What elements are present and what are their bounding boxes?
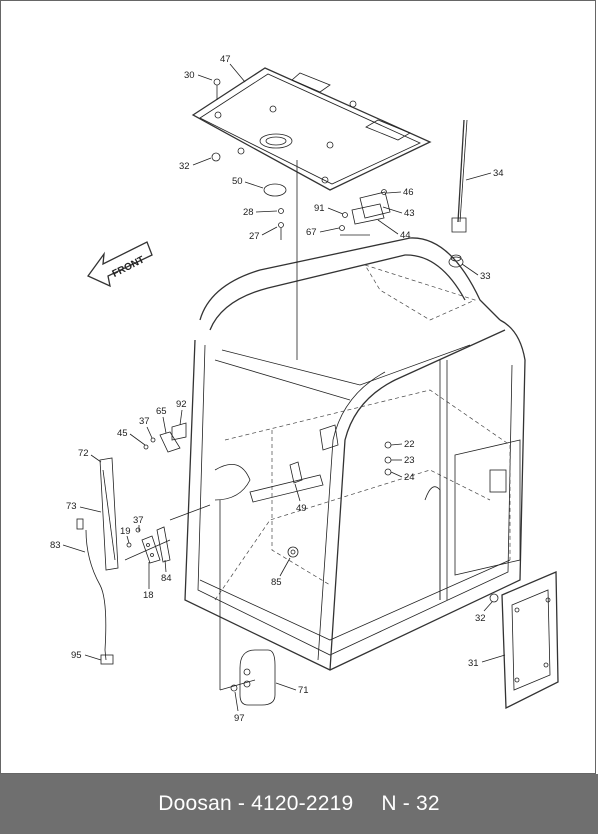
footer-bar: Doosan - 4120-2219 N - 32 — [0, 774, 598, 834]
part-label-67: 67 — [306, 227, 317, 238]
roof-panel — [191, 67, 432, 191]
part-label-30: 30 — [184, 70, 195, 81]
part-label-31: 31 — [468, 658, 479, 669]
part-label-47: 47 — [220, 54, 231, 65]
part-label-23: 23 — [404, 455, 415, 466]
part-label-33: 33 — [480, 271, 491, 282]
part-label-34: 34 — [493, 168, 504, 179]
part-label-72: 72 — [78, 448, 89, 459]
part-label-46: 46 — [403, 187, 414, 198]
cab-frame — [184, 237, 526, 671]
footer-page-ref: N - 32 — [381, 792, 440, 815]
part-label-83: 83 — [50, 540, 61, 551]
part-label-65: 65 — [156, 406, 167, 417]
front-arrow-label: FRONT — [111, 254, 147, 279]
antenna — [448, 119, 468, 268]
part-label-92: 92 — [176, 399, 187, 410]
exploded-parts-diagram: FRONT — [50, 54, 559, 724]
part-label-28: 28 — [243, 207, 254, 218]
part-label-37-upper: 37 — [139, 416, 150, 427]
part-label-32-bottom: 32 — [475, 613, 486, 624]
left-parts — [76, 422, 187, 665]
part-label-43: 43 — [404, 208, 415, 219]
part-label-44: 44 — [400, 230, 411, 241]
footer-part-number: Doosan - 4120-2219 — [158, 792, 354, 815]
part-label-50: 50 — [232, 176, 243, 187]
part-label-24: 24 — [404, 472, 415, 483]
part-label-84: 84 — [161, 573, 172, 584]
part-label-85: 85 — [271, 577, 282, 588]
part-label-37-lower: 37 — [133, 515, 144, 526]
part-label-19: 19 — [120, 526, 131, 537]
part-label-91: 91 — [314, 203, 325, 214]
front-arrow: FRONT — [87, 241, 153, 288]
part-label-73: 73 — [66, 501, 77, 512]
part-label-45: 45 — [117, 428, 128, 439]
part-label-27: 27 — [249, 231, 260, 242]
part-label-49: 49 — [296, 503, 307, 514]
roof-fasteners — [211, 78, 391, 231]
part-label-32-top: 32 — [179, 161, 190, 172]
part-label-71: 71 — [298, 685, 309, 696]
part-labels: 47 30 32 50 28 27 46 91 43 67 44 34 33 — [50, 54, 506, 724]
right-parts — [230, 424, 559, 710]
part-label-97: 97 — [234, 713, 245, 724]
leader-lines — [124, 160, 370, 691]
part-label-18: 18 — [143, 590, 154, 601]
diagram-frame — [0, 0, 596, 774]
part-label-22: 22 — [404, 439, 415, 450]
part-label-95: 95 — [71, 650, 82, 661]
